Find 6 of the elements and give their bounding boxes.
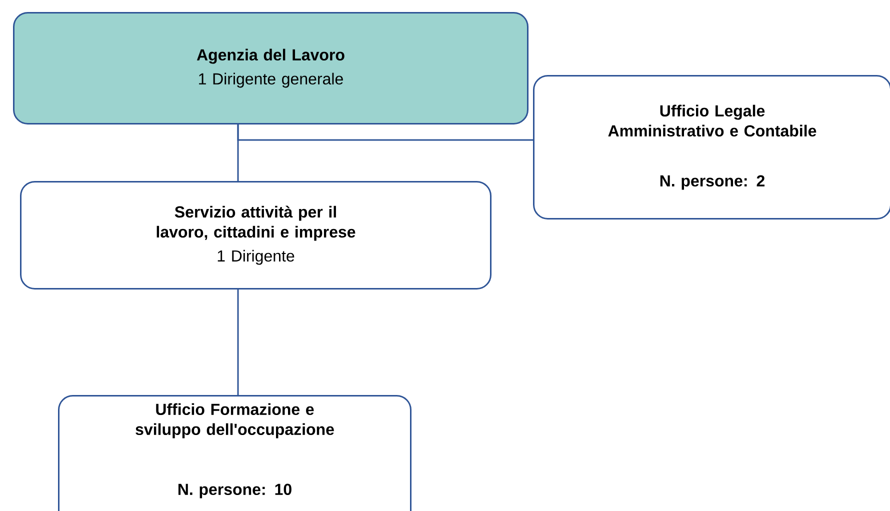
org-box: Servizio attività per il lavoro, cittadini e imprese 1 Dirigente: [20, 181, 492, 290]
org-box: Ufficio Legale Amministrativo e Contabile N. persone: 2: [533, 75, 890, 220]
connector-line: [237, 124, 239, 181]
org-box: Ufficio Formazione e sviluppo dell'occupazione N. persone: 10: [58, 395, 412, 511]
org-box: Agenzia del Lavoro 1 Dirigente generale: [13, 12, 528, 124]
connector-line: [237, 290, 239, 395]
